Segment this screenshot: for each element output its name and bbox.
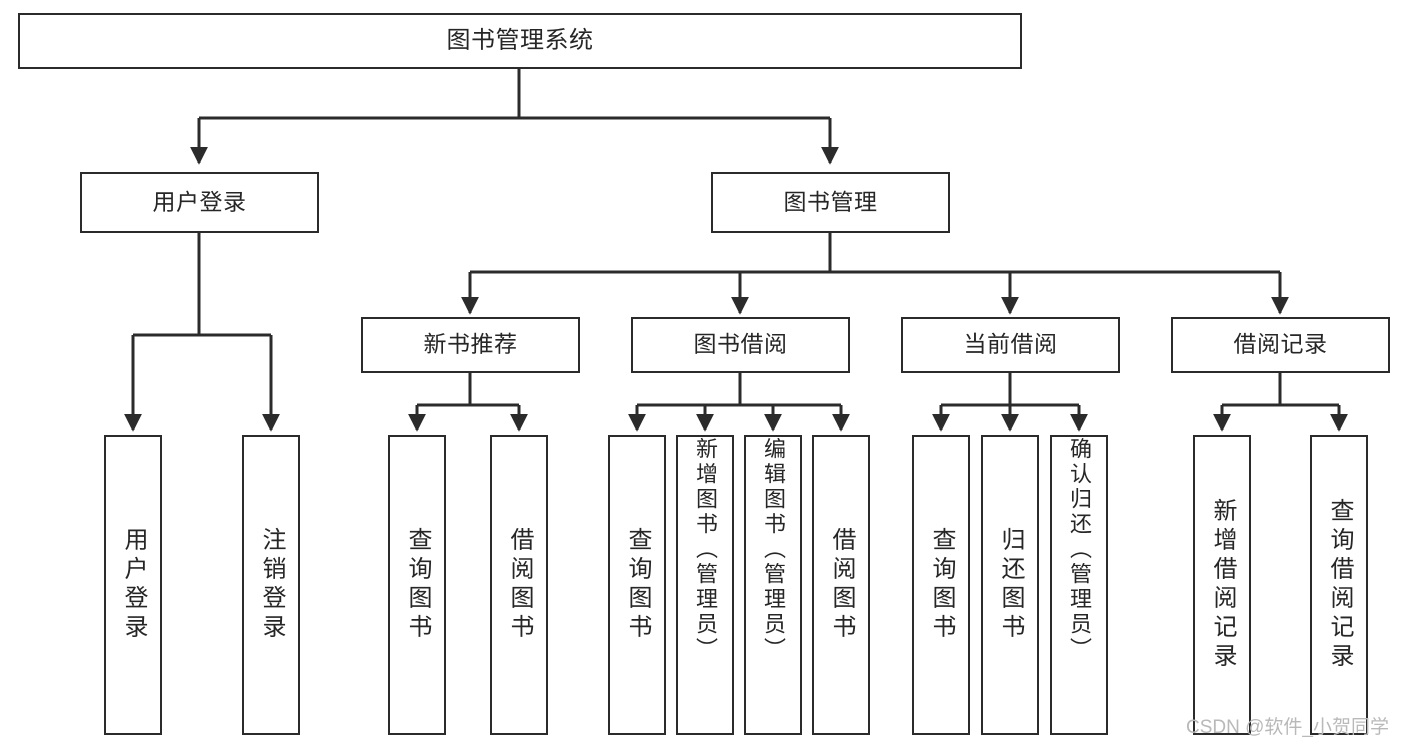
node-label: 新增图书（管理员） bbox=[693, 437, 718, 662]
node-label: 确认归还（管理员） bbox=[1067, 437, 1092, 662]
leaf-new-book-borrow-book[interactable]: 借阅图书 bbox=[490, 435, 548, 735]
leaf-book-borrow-borrow-book[interactable]: 借阅图书 bbox=[812, 435, 870, 735]
leaf-user-login[interactable]: 用户登录 bbox=[104, 435, 162, 735]
csdn-watermark: CSDN @软件_小贺同学 bbox=[1186, 717, 1389, 738]
leaf-current-borrow-confirm-return-admin[interactable]: 确认归还（管理员） bbox=[1050, 435, 1108, 735]
node-book-management[interactable]: 图书管理 bbox=[711, 172, 950, 233]
node-user-login[interactable]: 用户登录 bbox=[80, 172, 319, 233]
leaf-new-book-query-book[interactable]: 查询图书 bbox=[388, 435, 446, 735]
node-label: 查询借阅记录 bbox=[1326, 498, 1353, 672]
node-label: 查询图书 bbox=[404, 527, 431, 643]
node-label: 查询图书 bbox=[928, 527, 955, 643]
node-label: 用户登录 bbox=[152, 188, 247, 215]
node-label: 借阅记录 bbox=[1233, 331, 1328, 358]
node-label: 借阅图书 bbox=[506, 527, 533, 643]
node-label: 图书管理 bbox=[783, 188, 878, 215]
node-label: 查询图书 bbox=[624, 527, 651, 643]
leaf-book-borrow-query-book[interactable]: 查询图书 bbox=[608, 435, 666, 735]
node-new-book-recommend[interactable]: 新书推荐 bbox=[361, 317, 580, 373]
node-borrow-record[interactable]: 借阅记录 bbox=[1171, 317, 1390, 373]
node-book-borrow[interactable]: 图书借阅 bbox=[631, 317, 850, 373]
node-root-book-management-system[interactable]: 图书管理系统 bbox=[18, 13, 1022, 69]
node-label: 编辑图书（管理员） bbox=[761, 437, 786, 662]
leaf-borrow-record-query-record[interactable]: 查询借阅记录 bbox=[1310, 435, 1368, 735]
leaf-book-borrow-edit-book-admin[interactable]: 编辑图书（管理员） bbox=[744, 435, 802, 735]
leaf-user-logout[interactable]: 注销登录 bbox=[242, 435, 300, 735]
leaf-current-borrow-query-book[interactable]: 查询图书 bbox=[912, 435, 970, 735]
node-label: 注销登录 bbox=[258, 527, 285, 643]
leaf-borrow-record-add-record[interactable]: 新增借阅记录 bbox=[1193, 435, 1251, 735]
node-label: 图书借阅 bbox=[693, 331, 788, 358]
node-label: 用户登录 bbox=[120, 527, 147, 643]
node-label: 图书管理系统 bbox=[446, 26, 594, 54]
node-label: 借阅图书 bbox=[828, 527, 855, 643]
leaf-current-borrow-return-book[interactable]: 归还图书 bbox=[981, 435, 1039, 735]
node-current-borrow[interactable]: 当前借阅 bbox=[901, 317, 1120, 373]
node-label: 新增借阅记录 bbox=[1209, 498, 1236, 672]
node-label: 新书推荐 bbox=[423, 331, 518, 358]
node-label: 归还图书 bbox=[997, 527, 1024, 643]
node-label: 当前借阅 bbox=[963, 331, 1058, 358]
leaf-book-borrow-add-book-admin[interactable]: 新增图书（管理员） bbox=[676, 435, 734, 735]
